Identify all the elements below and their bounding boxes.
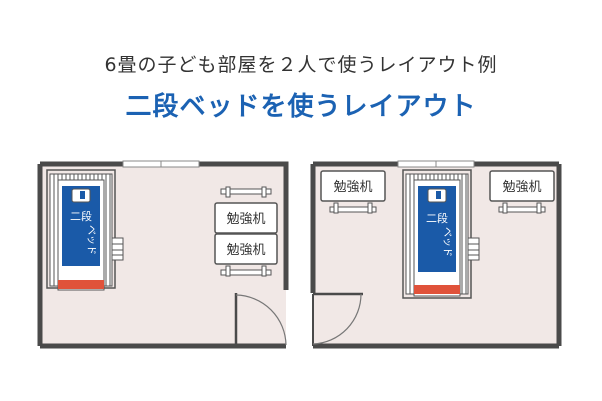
bed-label-right-1: 二段	[426, 211, 448, 225]
door-right	[312, 292, 363, 346]
desk-right-2: 勉強机	[489, 170, 555, 214]
window-right	[397, 160, 475, 168]
bunk-bed-left: 二段 ベッド	[46, 169, 124, 291]
bed-label-right-2: ベッド	[441, 227, 453, 257]
bunk-bed-right: 二段 ベッド	[402, 169, 480, 299]
bed-label-left-1: 二段	[70, 209, 92, 223]
footboard-right	[414, 285, 460, 294]
desk-label-right-1: 勉強机	[333, 180, 372, 195]
ladder-left	[111, 237, 124, 261]
window-left	[122, 160, 200, 168]
room-right: 勉強机 二段 ベッド 勉強机	[310, 160, 562, 349]
desk-left-1: 勉強机	[214, 186, 278, 234]
door-left	[234, 293, 287, 347]
bed-label-left-2: ベッド	[85, 225, 97, 255]
page-title: 二段ベッドを使うレイアウト	[125, 92, 477, 122]
subtitle: 6畳の子ども部屋を２人で使うレイアウト例	[104, 54, 498, 76]
ladder-right	[467, 237, 480, 261]
desk-right-1: 勉強机	[320, 170, 386, 214]
desk-label-left-1: 勉強机	[226, 212, 265, 227]
desk-label-right-2: 勉強机	[502, 180, 541, 195]
desk-left-2: 勉強机	[214, 233, 278, 277]
footboard-left	[58, 280, 104, 289]
room-left: 二段 ベッド 勉強机 勉強机	[37, 160, 289, 349]
desk-label-left-2: 勉強机	[226, 243, 265, 258]
